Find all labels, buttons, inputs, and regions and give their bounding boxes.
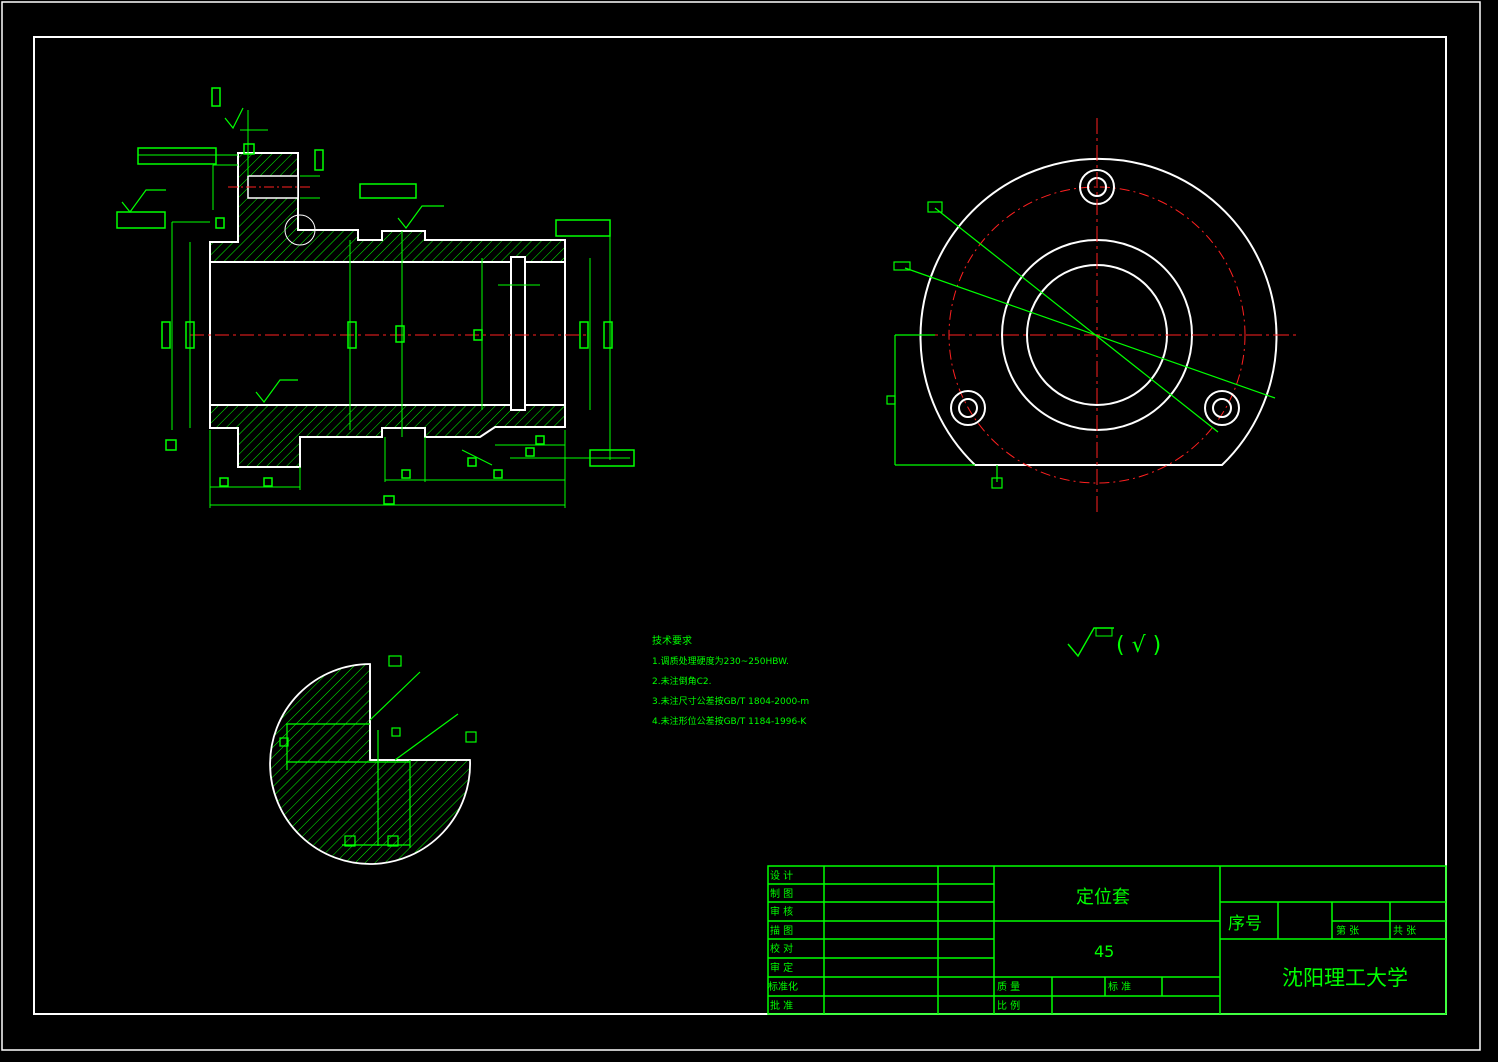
tb-label-review: 审 核 — [770, 905, 793, 918]
partial-section-view — [269, 655, 477, 865]
tech-notes-heading: 技术要求 — [652, 634, 692, 647]
roughness-symbols — [121, 107, 444, 403]
lower-wall-hatch — [209, 404, 566, 468]
general-roughness-symbol: ( √ ) — [1067, 627, 1161, 658]
tb-sheet-label-1: 第 张 — [1336, 924, 1359, 937]
organization-name: 沈阳理工大学 — [1282, 966, 1408, 990]
main-section-view — [116, 87, 635, 508]
tb-label-approve-final: 审 定 — [770, 961, 793, 974]
roughness-note: ( √ ) — [1116, 633, 1161, 658]
title-block: 设 计 制 图 审 核 描 图 校 对 审 定 标准化 批 准 质 量 比 例 … — [767, 865, 1447, 1015]
tech-note-line-4: 4.未注形位公差按GB/T 1184-1996-K — [652, 715, 807, 727]
tb-label-draw: 制 图 — [770, 887, 793, 900]
tb-label-check: 校 对 — [770, 942, 793, 955]
end-view — [886, 118, 1298, 512]
part-name: 定位套 — [1076, 887, 1130, 908]
tb-label-standardize: 标准化 — [768, 980, 798, 993]
outer-sheet-border — [1, 1, 1481, 1051]
tb-label-standard: 标 准 — [1108, 981, 1131, 993]
tb-label-design: 设 计 — [770, 869, 793, 882]
tb-label-trace: 描 图 — [770, 924, 793, 937]
tb-sheet-label-2: 共 张 — [1393, 925, 1416, 937]
material: 45 — [1094, 942, 1114, 961]
inner-drawing-frame — [33, 36, 1447, 1015]
tech-note-line-3: 3.未注尺寸公差按GB/T 1804-2000-m — [652, 695, 809, 707]
tech-note-line-2: 2.未注倒角C2. — [652, 675, 711, 687]
section-annotation-frames — [116, 87, 635, 505]
partial-section-hatch — [269, 663, 471, 865]
flange-outline — [919, 157, 1278, 466]
end-view-dimensions — [886, 201, 1276, 489]
detail-circle — [284, 214, 316, 246]
bolt-holes — [950, 169, 1240, 426]
tb-label-mass: 质 量 — [997, 981, 1020, 993]
serial-label: 序号 — [1228, 914, 1262, 934]
internal-groove — [510, 256, 526, 411]
tech-notes: 技术要求 1.调质处理硬度为230~250HBW. 2.未注倒角C2. 3.未注… — [652, 634, 809, 727]
tech-note-line-1: 1.调质处理硬度为230~250HBW. — [652, 655, 789, 667]
partial-section-dimensions — [279, 655, 477, 848]
tb-label-scale: 比 例 — [997, 999, 1020, 1012]
upper-wall-hatch — [209, 152, 566, 263]
tb-label-approve: 批 准 — [770, 999, 793, 1012]
section-dimensions — [138, 110, 630, 508]
